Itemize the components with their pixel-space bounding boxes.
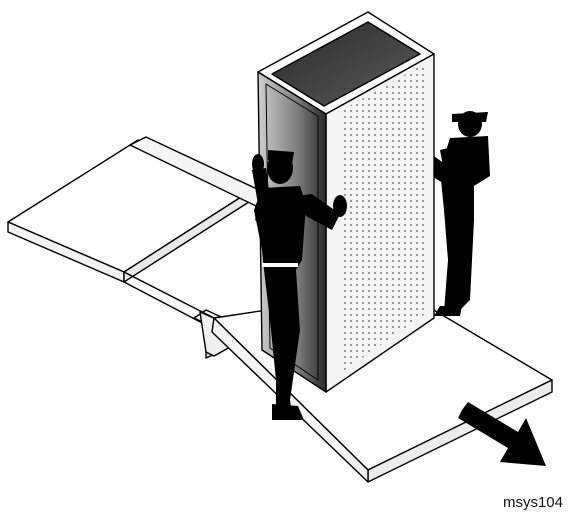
figure-caption-id: msys104: [503, 494, 563, 511]
